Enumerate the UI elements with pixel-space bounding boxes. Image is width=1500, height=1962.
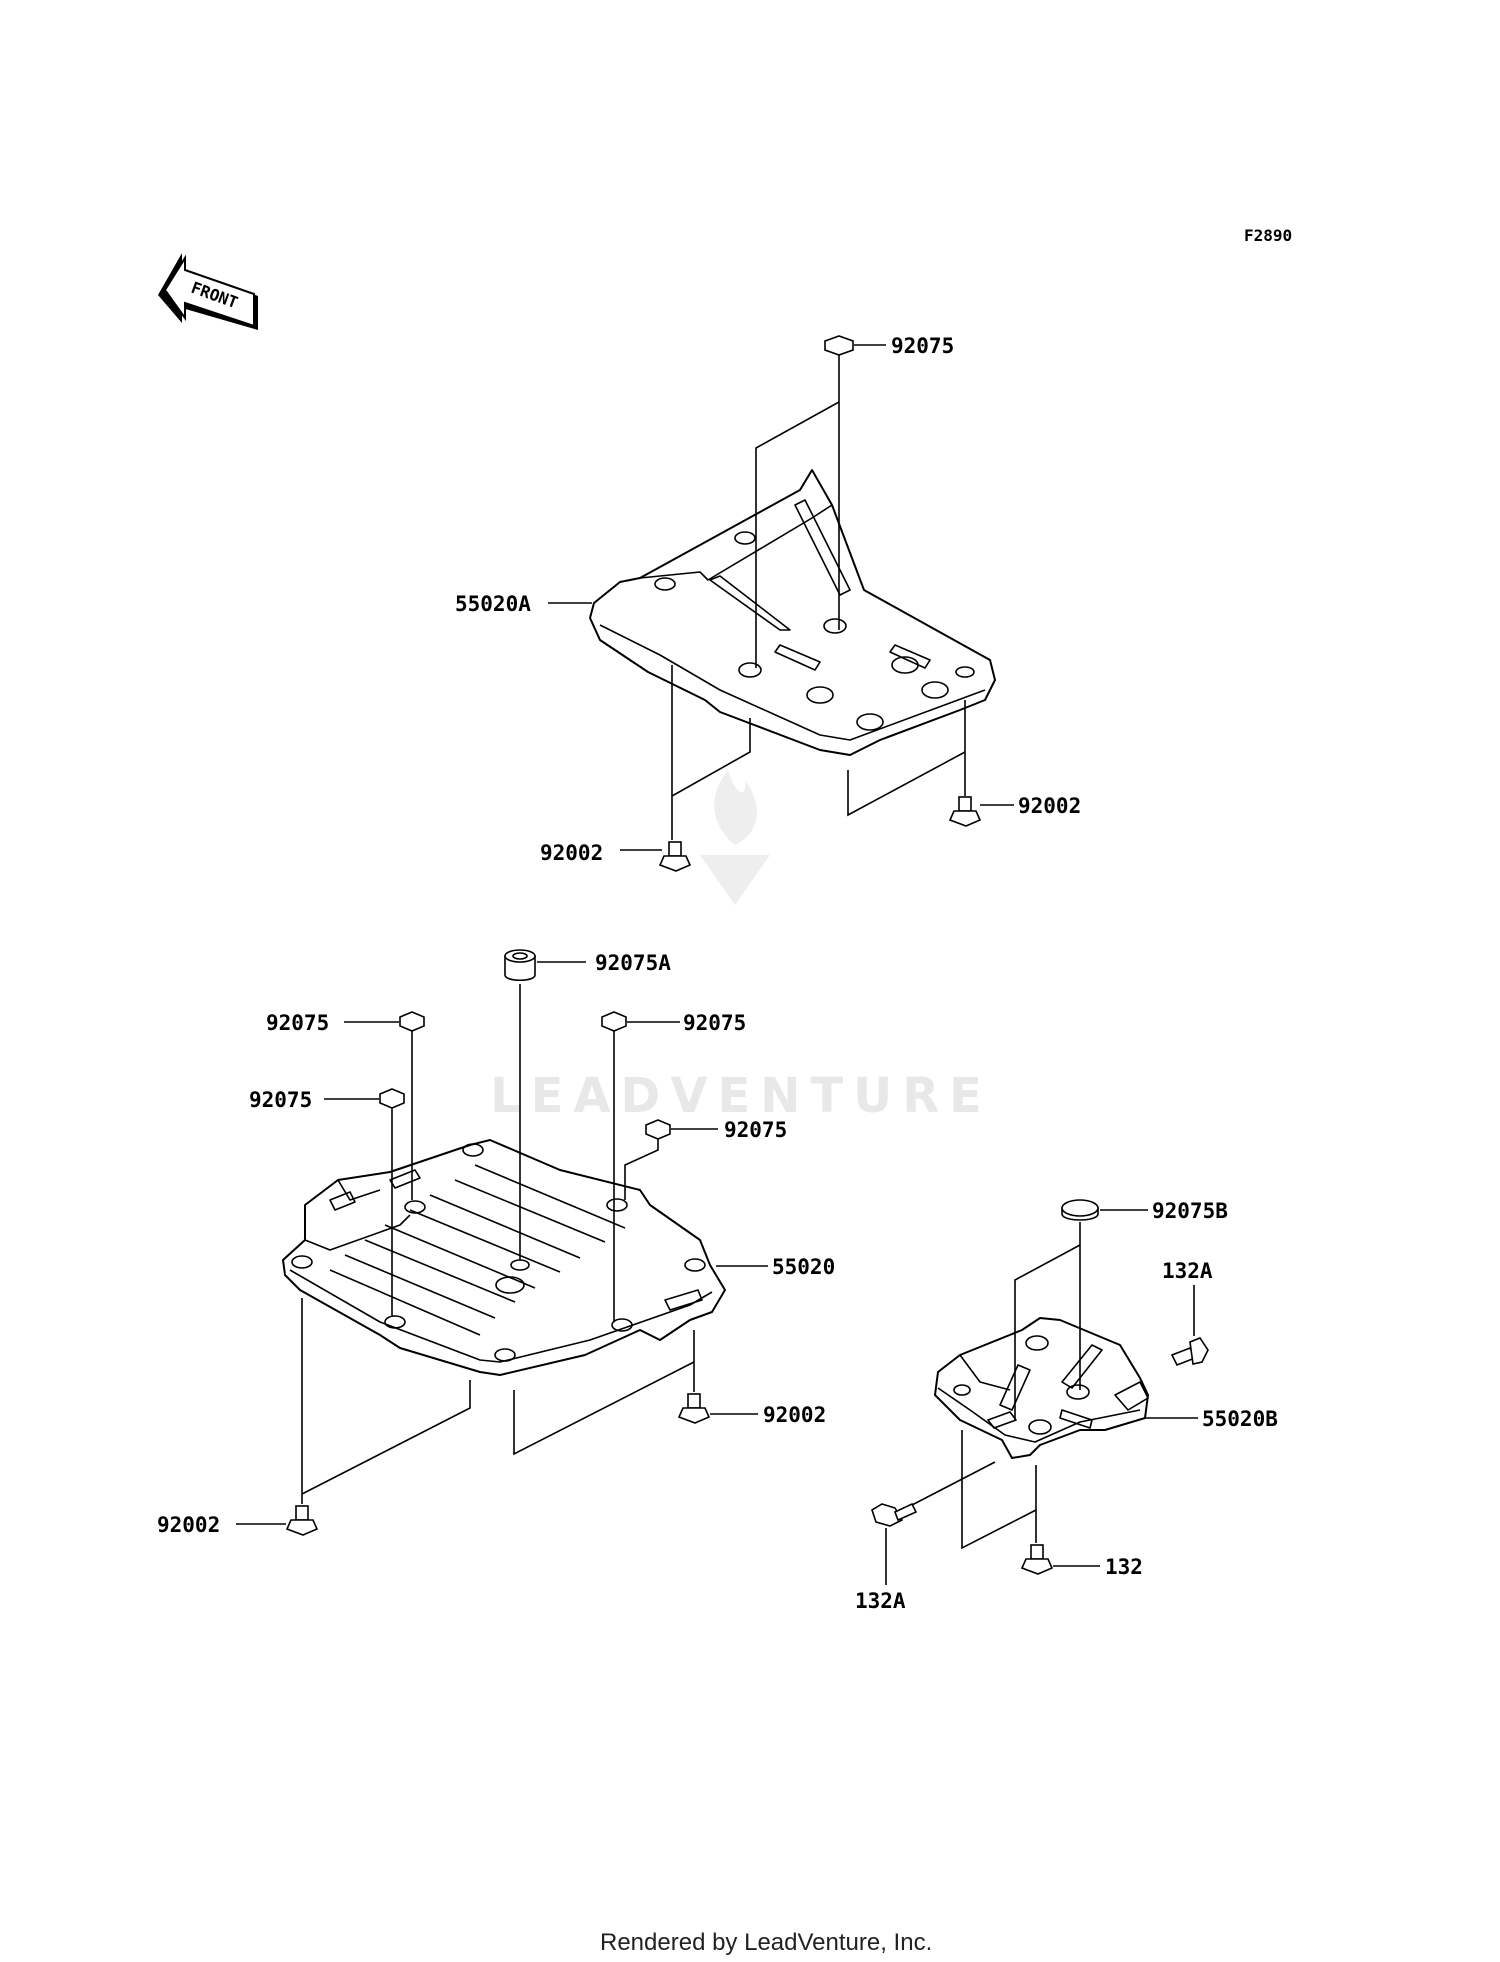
upper-nut-92075[interactable] xyxy=(824,335,854,356)
nut-92075-mid-left[interactable] xyxy=(379,1088,405,1109)
callout-55020b: 55020B xyxy=(1202,1407,1278,1431)
bolt-132[interactable] xyxy=(1020,1544,1054,1575)
bolt-132a-bottom[interactable] xyxy=(871,1502,918,1527)
spacer-92075a[interactable] xyxy=(504,949,536,982)
lower-right-skid-plate-group: 92075B 132A 55020B 132A 132 xyxy=(855,1199,1278,1613)
bolt-92002-middle-right[interactable] xyxy=(677,1393,711,1424)
callout-92002-middle-right: 92002 xyxy=(763,1403,826,1427)
callout-92075-mid-right: 92075 xyxy=(724,1118,787,1142)
bolt-132a-top[interactable] xyxy=(1170,1337,1209,1367)
callout-55020: 55020 xyxy=(772,1255,835,1279)
callout-92002-middle-left: 92002 xyxy=(157,1513,220,1537)
callout-92002-upper-left: 92002 xyxy=(540,841,603,865)
upper-skid-plate-group: 92075 55020A 92002 92002 xyxy=(455,334,1081,872)
callout-92075a: 92075A xyxy=(595,951,671,975)
bolt-92002-middle-left[interactable] xyxy=(285,1505,319,1536)
skid-plate-55020a[interactable] xyxy=(589,469,996,756)
callout-55020a: 55020A xyxy=(455,592,531,616)
upper-bolt-92002-left[interactable] xyxy=(658,841,692,872)
callout-92075-top-right: 92075 xyxy=(683,1011,746,1035)
callout-132: 132 xyxy=(1105,1555,1143,1579)
callout-132a-top: 132A xyxy=(1162,1259,1213,1283)
callout-92075b: 92075B xyxy=(1152,1199,1228,1223)
watermark-text: LEADVENTURE xyxy=(490,1068,992,1124)
middle-skid-plate-group: 92075A 92075 92075 92075 92075 55020 920… xyxy=(157,949,835,1537)
nut-92075-top-right[interactable] xyxy=(601,1011,627,1032)
skid-plate-55020[interactable] xyxy=(282,1139,726,1376)
callout-92075-upper: 92075 xyxy=(891,334,954,358)
callout-92002-upper-right: 92002 xyxy=(1018,794,1081,818)
nut-92075-top-left[interactable] xyxy=(399,1011,425,1032)
figure-id: F2890 xyxy=(1244,226,1292,245)
callout-92075-top-left: 92075 xyxy=(266,1011,329,1035)
upper-bolt-92002-right[interactable] xyxy=(948,796,982,827)
nut-92075-mid-right[interactable] xyxy=(645,1119,671,1140)
skid-plate-55020b[interactable] xyxy=(934,1317,1149,1459)
callout-132a-bottom: 132A xyxy=(855,1589,906,1613)
front-arrow: FRONT xyxy=(158,253,258,330)
leadventure-watermark: LEADVENTURE xyxy=(490,770,992,1124)
cap-92075b[interactable] xyxy=(1061,1199,1099,1221)
footer-credit: Rendered by LeadVenture, Inc. xyxy=(600,1929,932,1956)
callout-92075-mid-left: 92075 xyxy=(249,1088,312,1112)
